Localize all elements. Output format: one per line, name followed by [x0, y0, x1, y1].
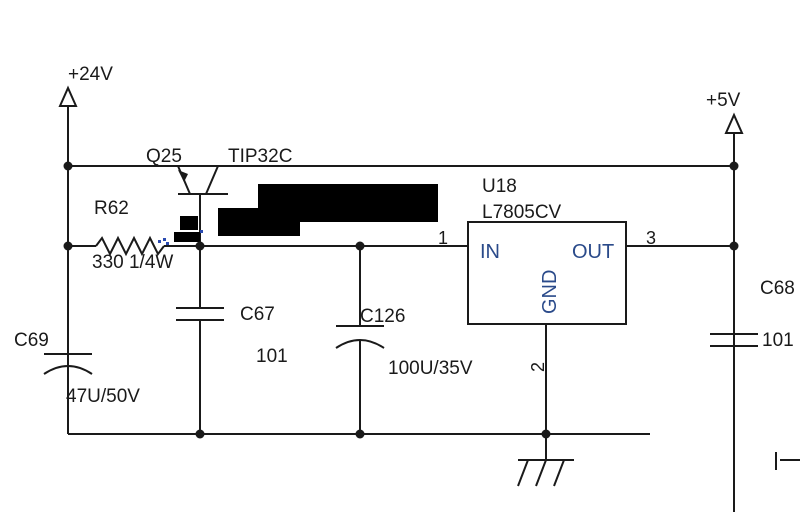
label-c68: C68	[760, 278, 795, 299]
label-c126: C126	[360, 306, 405, 327]
redaction-blocks	[174, 184, 438, 242]
label-pin1: 1	[438, 228, 448, 248]
label-u18: U18	[482, 176, 517, 197]
supply-24v-symbol	[58, 85, 78, 166]
resistor-r62	[95, 235, 165, 257]
label-c69-value: 47U/50V	[66, 386, 140, 407]
label-out: OUT	[572, 241, 614, 263]
ground-symbol	[517, 459, 574, 487]
label-u18-part: L7805CV	[482, 202, 562, 223]
label-q25: Q25	[146, 146, 182, 167]
label-r62: R62	[94, 198, 129, 219]
label-c69: C69	[14, 330, 49, 351]
capacitor-c126	[335, 246, 385, 434]
blue-marks	[158, 230, 203, 245]
label-24v: +24V	[68, 64, 113, 85]
label-c68-value: 101	[762, 330, 794, 351]
label-c67-value: 101	[256, 346, 288, 367]
label-pin2: 2	[528, 362, 548, 372]
junction-dots	[63, 161, 739, 439]
label-c126-value: 100U/35V	[388, 358, 473, 379]
label-r62-value: 330 1/4W	[92, 252, 173, 273]
label-tip32c: TIP32C	[228, 146, 292, 167]
label-gnd: GND	[539, 270, 561, 314]
label-5v: +5V	[706, 90, 741, 111]
label-c67: C67	[240, 304, 275, 325]
supply-5v-symbol	[724, 112, 744, 166]
capacitor-c68	[710, 333, 758, 347]
label-in: IN	[480, 241, 500, 263]
capacitor-c69	[43, 353, 93, 375]
capacitor-c67	[176, 246, 224, 434]
label-pin3: 3	[646, 228, 656, 248]
regulator-u18	[467, 221, 734, 460]
